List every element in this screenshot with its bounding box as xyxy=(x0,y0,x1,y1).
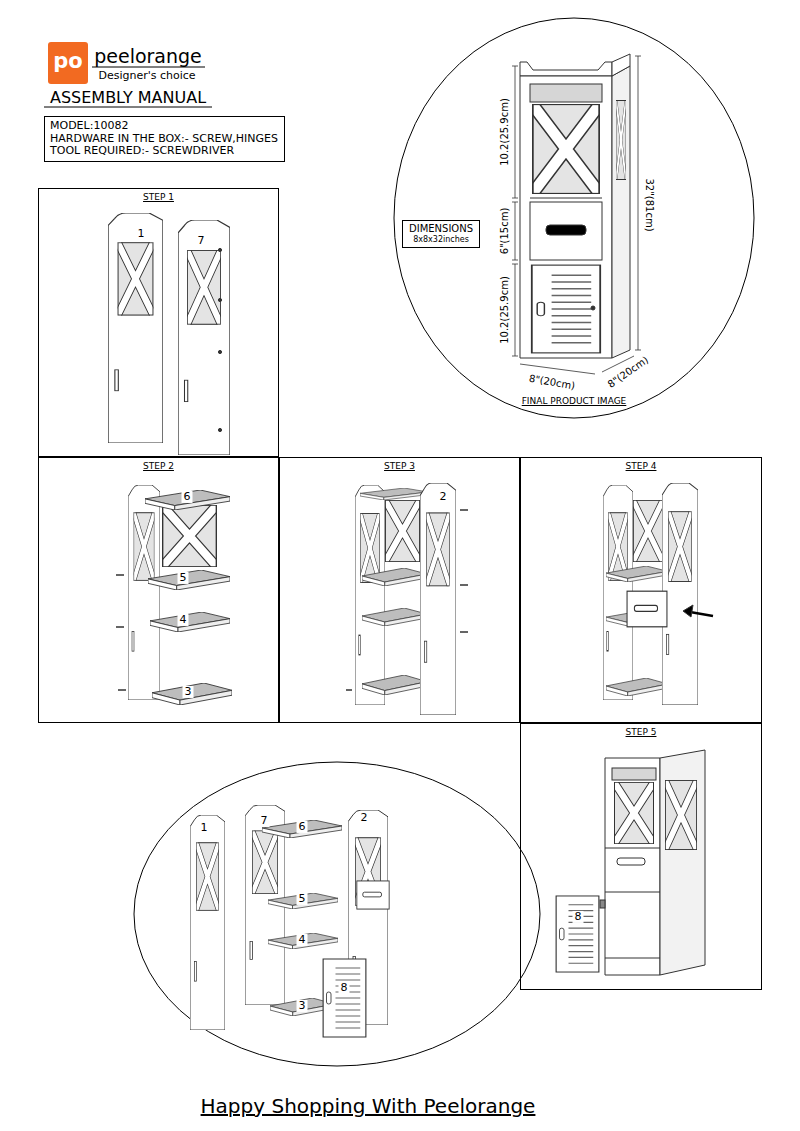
step-heading: STEP 1 xyxy=(143,192,174,202)
callout-number: 3 xyxy=(183,686,194,698)
final-product-circle-outline xyxy=(394,18,754,418)
callout-number: 1 xyxy=(136,228,147,240)
brand-tagline: Designer's choice xyxy=(98,70,195,82)
final-product-drawing xyxy=(520,54,630,358)
dimension-label: 8"(20cm) xyxy=(528,373,576,392)
product-circle: FINAL PRODUCT IMAGE DIMENSIONS8x8x32inche… xyxy=(394,18,754,418)
callout-number: 2 xyxy=(438,491,449,503)
step-heading: STEP 5 xyxy=(626,727,657,737)
step4-drawing xyxy=(603,483,713,705)
callout-number: 2 xyxy=(359,812,370,824)
callout-number: 8 xyxy=(573,911,584,923)
dimension-label: 10.2(25.9cm) xyxy=(499,98,510,166)
brand-logo xyxy=(44,42,212,107)
callout-number: 4 xyxy=(297,934,308,946)
step1-drawing xyxy=(108,213,230,455)
callout-number: 8 xyxy=(339,982,350,994)
callout-number: 7 xyxy=(259,815,270,827)
info-line: MODEL:10082 xyxy=(50,120,279,133)
step3-drawing xyxy=(346,483,468,715)
circle-caption: FINAL PRODUCT IMAGE xyxy=(522,396,627,406)
exploded-view xyxy=(134,762,540,1066)
info-line: TOOL REQUIRED:- SCREWDRIVER xyxy=(50,145,279,158)
step-panel: STEP 5 xyxy=(520,723,762,990)
dimensions-value: 8x8x32inches xyxy=(409,235,473,245)
dimension-lines xyxy=(512,56,641,374)
step-heading: STEP 3 xyxy=(384,461,415,471)
step2-drawing xyxy=(116,485,232,705)
info-line: HARDWARE IN THE BOX:- SCREW,HINGES xyxy=(50,133,279,146)
closing-caption: Happy Shopping With Peelorange xyxy=(201,1095,536,1117)
callout-number: 3 xyxy=(297,1000,308,1012)
dimension-label: 32"(81cm) xyxy=(644,178,655,231)
callout-number: 7 xyxy=(196,235,207,247)
step-panel: STEP 2 xyxy=(38,457,279,723)
step5-drawing xyxy=(556,750,705,975)
callout-number: 1 xyxy=(199,822,210,834)
step-panel: STEP 1 xyxy=(38,188,279,457)
dimension-label: 10.2(25.9cm) xyxy=(499,276,510,344)
manual-title: ASSEMBLY MANUAL xyxy=(50,89,206,107)
dimension-label: 8"(20cm) xyxy=(606,354,651,390)
dimension-label: 6"(15cm) xyxy=(499,208,510,255)
step-heading: STEP 2 xyxy=(143,461,174,471)
info-box: MODEL:10082HARDWARE IN THE BOX:- SCREW,H… xyxy=(44,116,285,162)
callout-number: 5 xyxy=(297,893,308,905)
step-panel: STEP 4 xyxy=(520,457,762,723)
logo-mark: po xyxy=(53,50,82,73)
callout-number: 6 xyxy=(297,821,308,833)
step-heading: STEP 4 xyxy=(626,461,657,471)
dimensions-box: DIMENSIONS8x8x32inches xyxy=(402,220,480,248)
callout-number: 5 xyxy=(178,572,189,584)
callout-number: 6 xyxy=(182,491,193,503)
brand-name: peelorange xyxy=(94,46,202,67)
step-panel: STEP 3 xyxy=(279,457,520,723)
dimensions-heading: DIMENSIONS xyxy=(409,223,473,235)
callout-number: 4 xyxy=(178,614,189,626)
